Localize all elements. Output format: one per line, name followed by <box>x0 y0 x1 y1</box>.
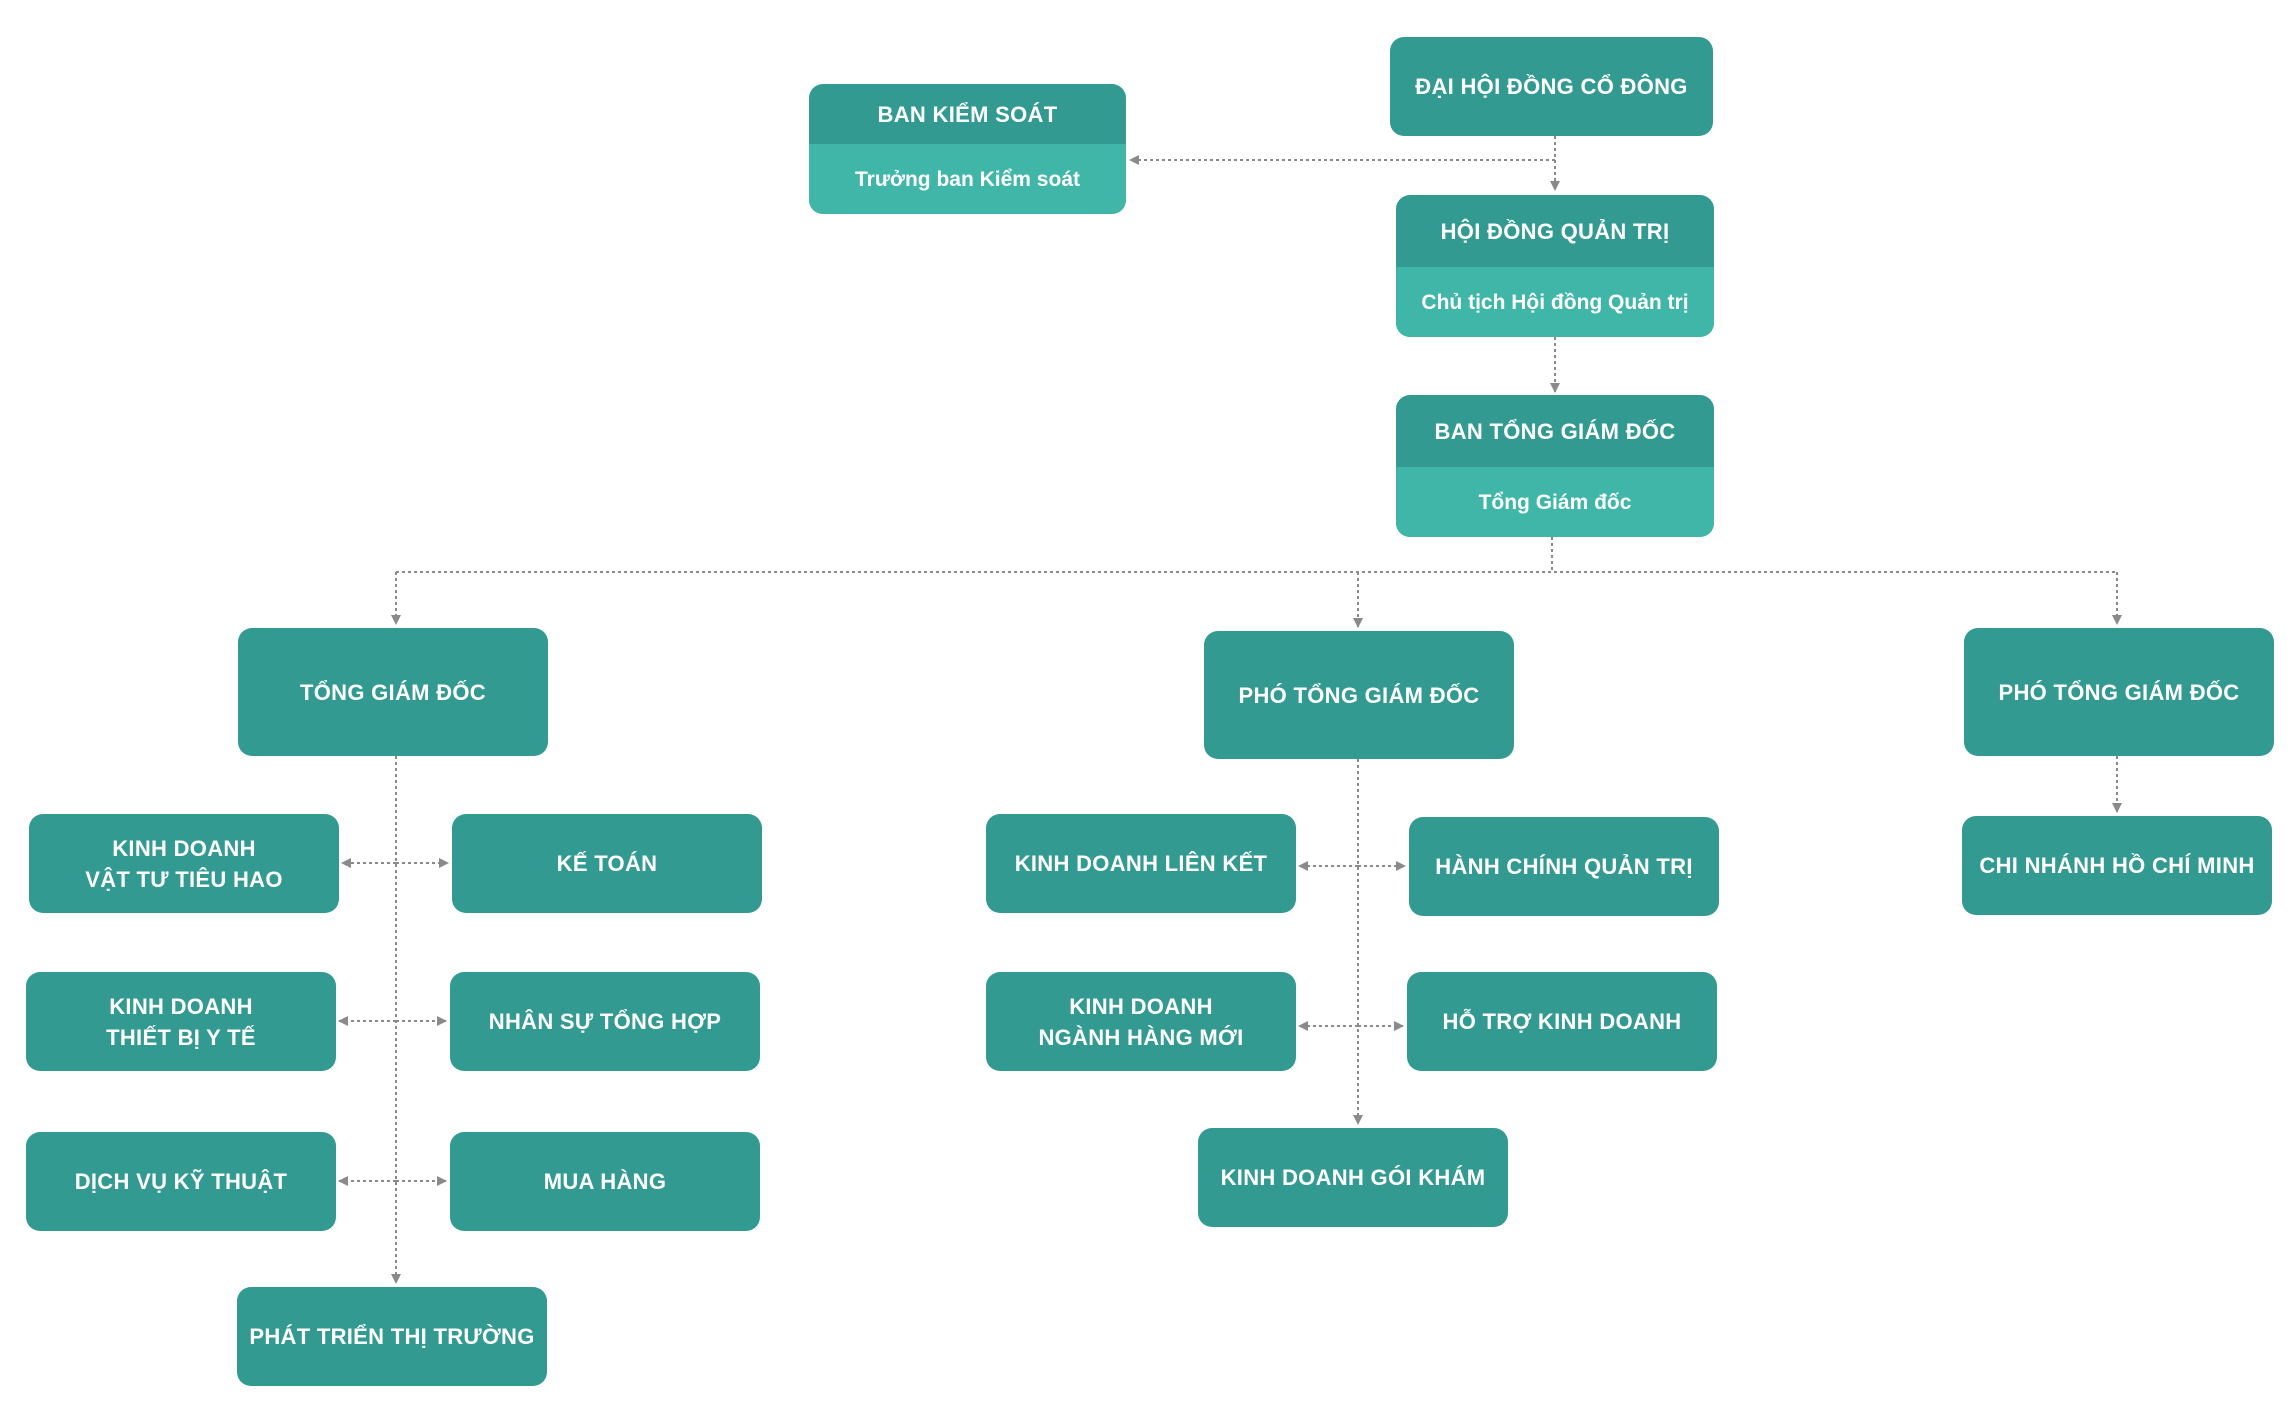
node-general-management-board[interactable]: BAN TỔNG GIÁM ĐỐC Tổng Giám đốc <box>1396 395 1714 537</box>
node-technical-services[interactable]: DỊCH VỤ KỸ THUẬT <box>26 1132 336 1231</box>
node-human-resources[interactable]: NHÂN SỰ TỔNG HỢP <box>450 972 760 1071</box>
node-title: TỔNG GIÁM ĐỐC <box>299 679 486 705</box>
node-title: KINH DOANH GÓI KHÁM <box>1220 1165 1486 1190</box>
node-new-product-sales[interactable]: KINH DOANH NGÀNH HÀNG MỚI <box>986 972 1296 1071</box>
node-health-package-sales[interactable]: KINH DOANH GÓI KHÁM <box>1198 1128 1508 1227</box>
node-purchasing[interactable]: MUA HÀNG <box>450 1132 760 1231</box>
node-general-director[interactable]: TỔNG GIÁM ĐỐC <box>238 628 548 756</box>
node-deputy-director-1[interactable]: PHÓ TỔNG GIÁM ĐỐC <box>1204 631 1514 759</box>
node-title: BAN KIỂM SOÁT <box>877 101 1058 127</box>
node-sales-support[interactable]: HỖ TRỢ KINH DOANH <box>1407 972 1717 1071</box>
node-board-of-directors[interactable]: HỘI ĐỒNG QUẢN TRỊ Chủ tịch Hội đồng Quản… <box>1396 195 1714 337</box>
node-title: KINH DOANH VẬT TƯ TIÊU HAO <box>85 835 283 892</box>
node-title: PHÁT TRIỂN THỊ TRƯỜNG <box>249 1324 535 1349</box>
node-medical-equipment-sales[interactable]: KINH DOANH THIẾT BỊ Y TẾ <box>26 972 336 1071</box>
node-subtitle: Tổng Giám đốc <box>1396 467 1714 537</box>
node-joint-business[interactable]: KINH DOANH LIÊN KẾT <box>986 814 1296 913</box>
node-title: HỖ TRỢ KINH DOANH <box>1442 1009 1682 1034</box>
node-consumables-sales[interactable]: KINH DOANH VẬT TƯ TIÊU HAO <box>29 814 339 913</box>
node-subtitle: Trưởng ban Kiểm soát <box>809 144 1126 214</box>
node-title: KINH DOANH LIÊN KẾT <box>1014 851 1268 876</box>
node-title: HỘI ĐỒNG QUẢN TRỊ <box>1440 218 1670 244</box>
node-deputy-director-2[interactable]: PHÓ TỔNG GIÁM ĐỐC <box>1964 628 2274 756</box>
node-subtitle: Chủ tịch Hội đồng Quản trị <box>1396 267 1714 337</box>
node-title: PHÓ TỔNG GIÁM ĐỐC <box>1998 679 2240 705</box>
node-title: HÀNH CHÍNH QUẢN TRỊ <box>1435 854 1693 879</box>
node-accounting[interactable]: KẾ TOÁN <box>452 814 762 913</box>
node-title: BAN TỔNG GIÁM ĐỐC <box>1434 418 1676 444</box>
node-title: KINH DOANH NGÀNH HÀNG MỚI <box>1038 993 1244 1050</box>
node-title: ĐẠI HỘI ĐỒNG CỔ ĐÔNG <box>1415 74 1688 99</box>
node-title: KINH DOANH THIẾT BỊ Y TẾ <box>106 993 256 1050</box>
node-title: DỊCH VỤ KỸ THUẬT <box>74 1169 288 1194</box>
node-title: CHI NHÁNH HỒ CHÍ MINH <box>1979 853 2255 878</box>
node-market-development[interactable]: PHÁT TRIỂN THỊ TRƯỜNG <box>237 1287 547 1386</box>
node-title: KẾ TOÁN <box>556 851 658 876</box>
node-title: NHÂN SỰ TỔNG HỢP <box>488 1009 722 1034</box>
node-supervisory-board[interactable]: BAN KIỂM SOÁT Trưởng ban Kiểm soát <box>809 84 1126 214</box>
node-title: MUA HÀNG <box>543 1169 667 1194</box>
node-title: PHÓ TỔNG GIÁM ĐỐC <box>1238 682 1480 708</box>
node-hcm-branch[interactable]: CHI NHÁNH HỒ CHÍ MINH <box>1962 816 2272 915</box>
node-administration[interactable]: HÀNH CHÍNH QUẢN TRỊ <box>1409 817 1719 916</box>
node-general-shareholders[interactable]: ĐẠI HỘI ĐỒNG CỔ ĐÔNG <box>1390 37 1713 136</box>
